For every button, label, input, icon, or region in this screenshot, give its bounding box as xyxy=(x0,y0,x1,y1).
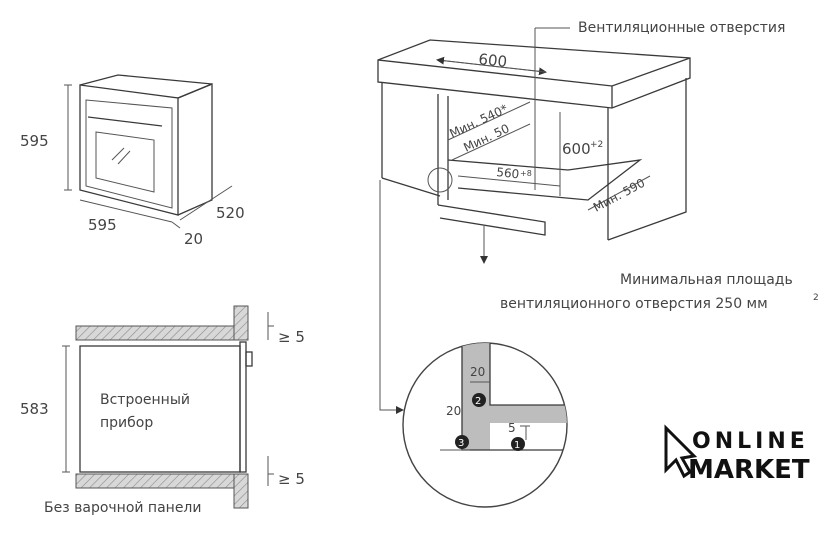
detail-marker-1: 1 xyxy=(511,437,525,451)
gap-bottom-label: ≥ 5 xyxy=(278,470,305,488)
detail-leader xyxy=(379,180,404,414)
detail-5: 5 xyxy=(508,421,516,435)
built-in-label-2: прибор xyxy=(100,415,153,431)
oven-width-label: 595 xyxy=(88,216,117,234)
svg-text:1: 1 xyxy=(514,440,520,451)
niche-width-tol: +8 xyxy=(520,169,532,178)
logo-line2: MARKET xyxy=(688,455,810,485)
oven-isometric xyxy=(64,74,233,229)
detail-20-top: 20 xyxy=(470,365,485,379)
min-590-label: Мин. 590 xyxy=(591,176,647,215)
oven-depth-label: 520 xyxy=(216,204,245,222)
svg-text:2: 2 xyxy=(475,396,481,407)
svg-text:3: 3 xyxy=(458,438,464,449)
niche-height-tol: +2 xyxy=(590,140,603,150)
online-market-logo: ONLINE MARKET xyxy=(664,424,810,485)
cabinet-diagram xyxy=(377,27,691,264)
detail-marker-2: 2 xyxy=(472,393,486,407)
logo-line1: ONLINE xyxy=(692,429,809,454)
niche-height-label: 600 xyxy=(562,140,591,158)
built-in-label-1: Встроенный xyxy=(100,392,190,408)
section-caption: Без варочной панели xyxy=(44,500,201,516)
gap-top-label: ≥ 5 xyxy=(278,328,305,346)
detail-marker-3: 3 xyxy=(455,435,469,449)
detail-20-left: 20 xyxy=(446,404,461,418)
vent-area-sup: 2 xyxy=(813,293,819,303)
side-section xyxy=(62,305,274,509)
vent-area-line1: Минимальная площадь xyxy=(620,272,793,288)
vent-holes-label: Вентиляционные отверстия xyxy=(578,20,785,36)
cabinet-width-label: 600 xyxy=(478,50,508,71)
detail-circle xyxy=(402,342,568,508)
vent-area-line2: вентиляционного отверстия 250 мм xyxy=(500,296,768,312)
oven-height-label: 595 xyxy=(20,132,49,150)
niche-width-label: 560 xyxy=(496,165,520,181)
section-height-label: 583 xyxy=(20,400,49,418)
oven-door-label: 20 xyxy=(184,230,203,248)
